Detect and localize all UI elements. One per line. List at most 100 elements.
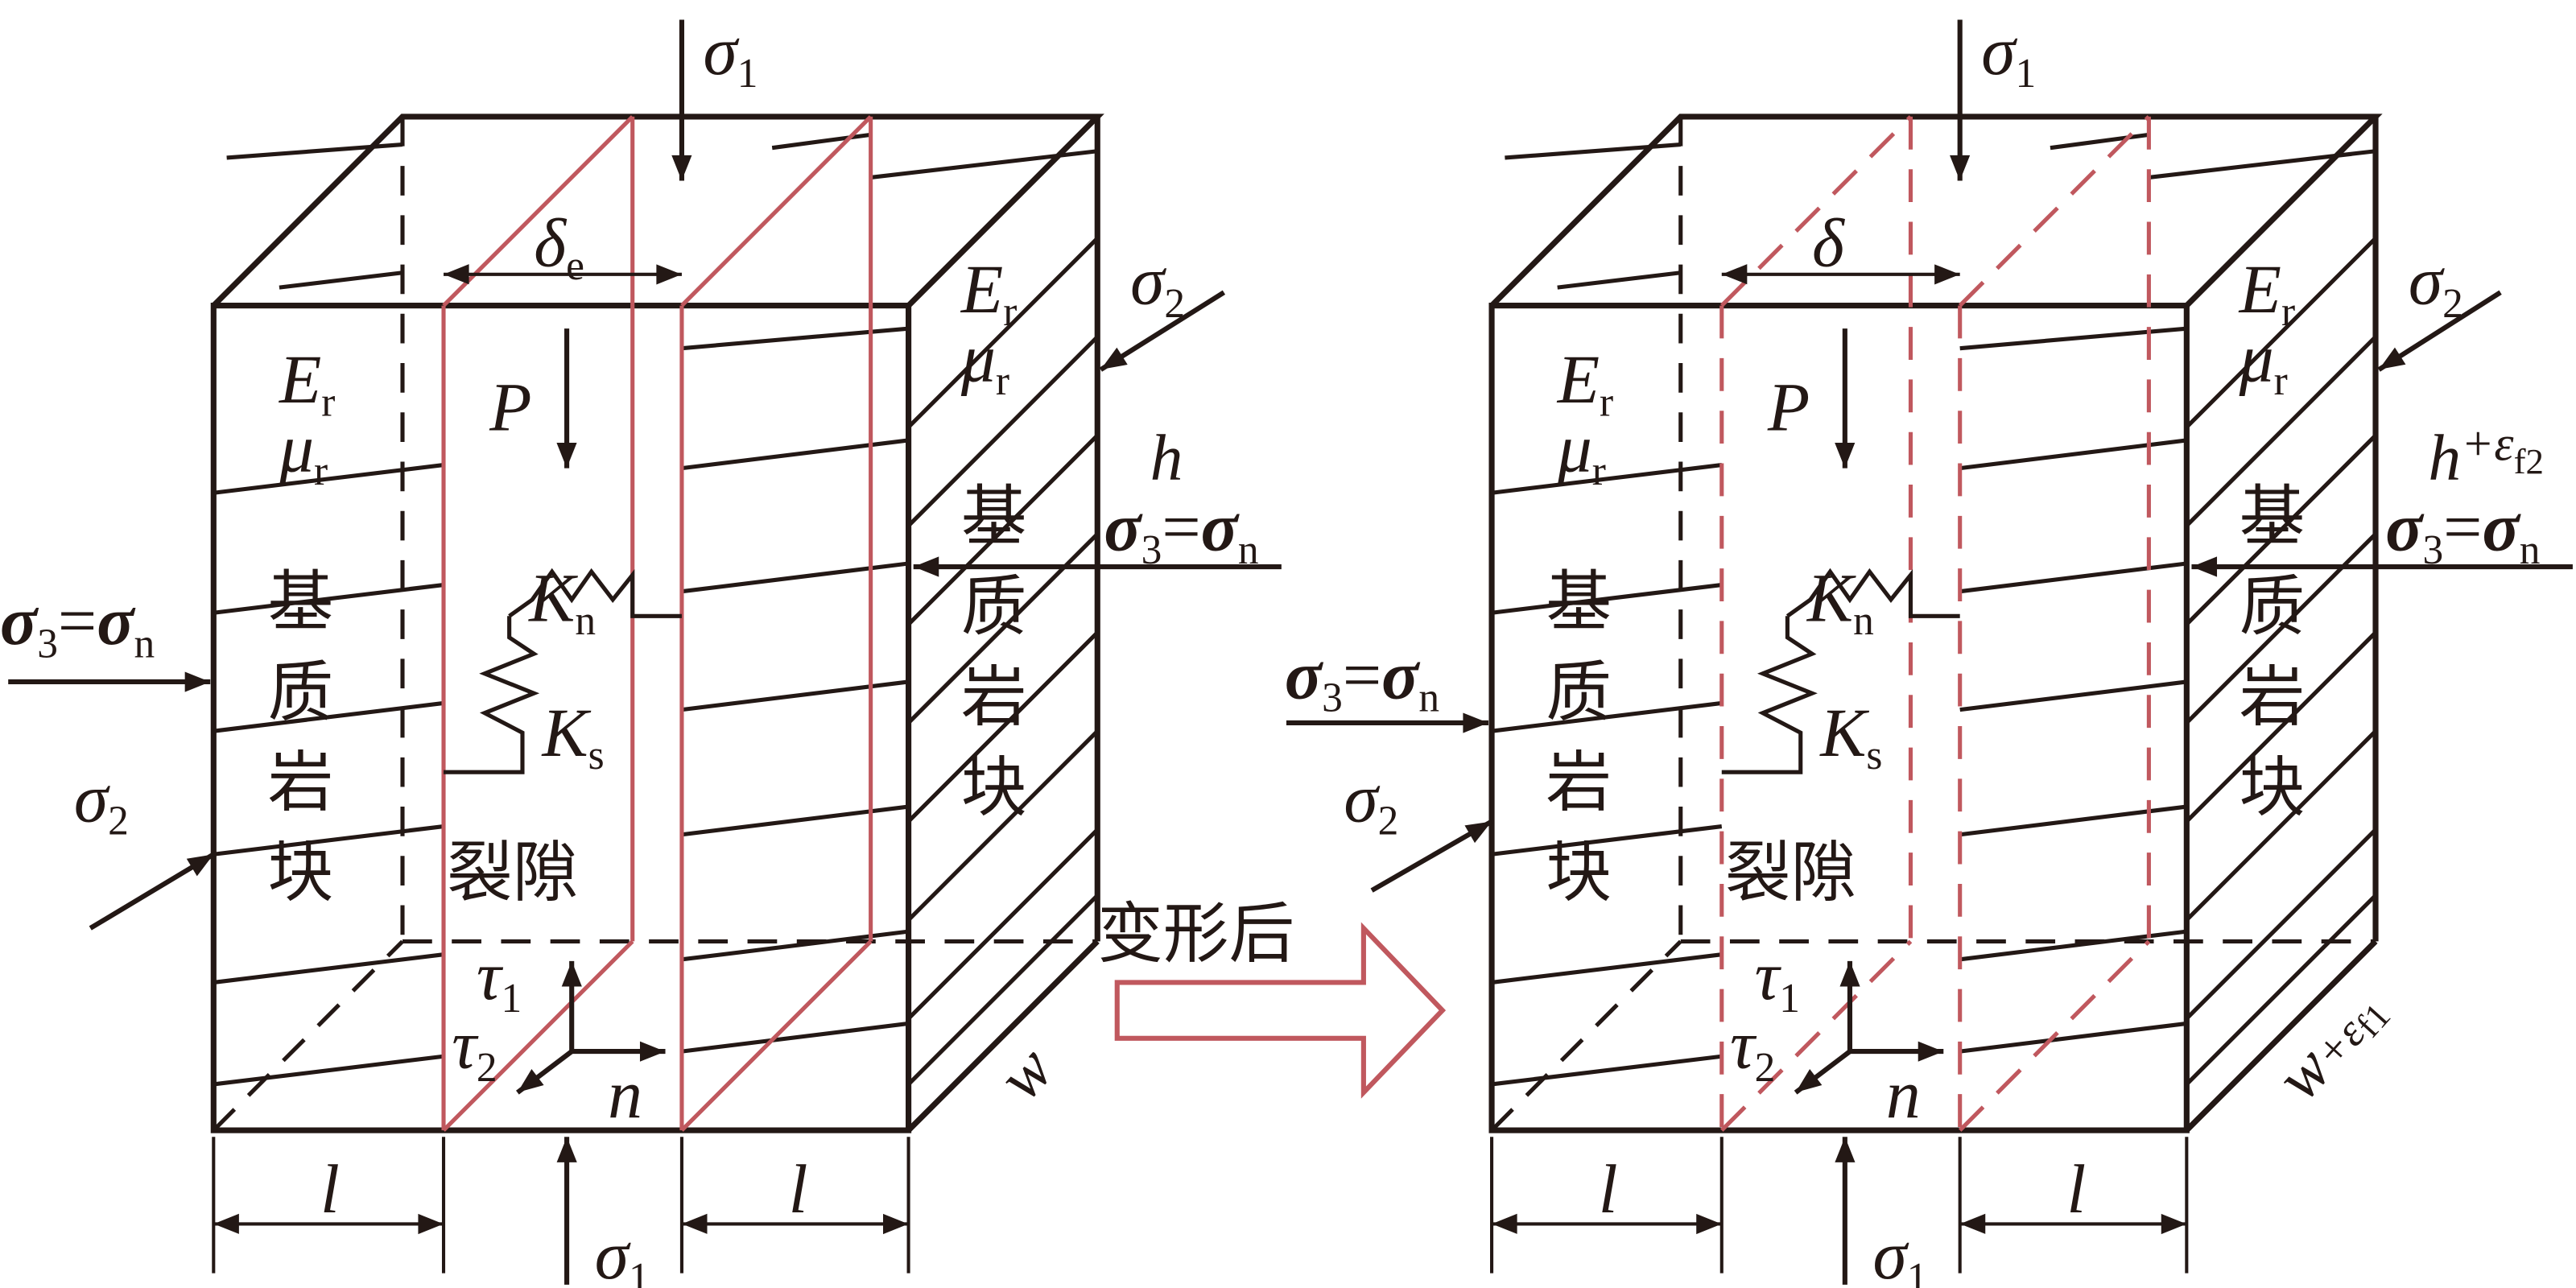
shear-stiffness-spring-icon xyxy=(1721,616,1818,774)
bedding-line xyxy=(213,952,444,985)
aperture-label: δ xyxy=(1812,205,1845,282)
poisson-ratio-label-subscript: r xyxy=(314,448,328,494)
sigma1-top-label: σ1 xyxy=(1981,13,2036,97)
normal-stiffness-label-symbol: K xyxy=(1806,559,1856,636)
top-face xyxy=(211,114,1104,308)
sigma3-right-label: σ3=σn xyxy=(2385,489,2540,573)
sigma2-left-label-subscript: 2 xyxy=(1378,799,1399,844)
sigma1-bottom-label-symbol: σ xyxy=(1873,1217,1909,1288)
bedding-line xyxy=(870,149,1098,180)
poisson-ratio-right-label-subscript: r xyxy=(2274,358,2288,404)
bedding-line xyxy=(906,894,1100,1086)
sigma2-left-label-symbol: σ xyxy=(1344,760,1380,836)
matrix-block-right-char: 岩 xyxy=(961,661,1027,734)
shear-stiffness-spring-icon xyxy=(444,616,540,774)
bedding-line xyxy=(213,582,444,615)
elastic-modulus-label-symbol: E xyxy=(1557,341,1600,418)
tau1-label: τ1 xyxy=(477,938,522,1022)
tau2-axis-arrow xyxy=(1794,1049,1852,1095)
deformation-label: 变形后 xyxy=(1097,898,1294,971)
bedding-line xyxy=(681,804,909,837)
elastic-modulus-right-label-subscript: r xyxy=(1003,289,1017,335)
poisson-ratio-label-symbol: μ xyxy=(1557,411,1592,487)
matrix-block-char: 基 xyxy=(1546,566,1612,639)
poisson-ratio-label-subscript: r xyxy=(1592,448,1606,494)
bedding-line xyxy=(1959,679,2187,712)
poisson-ratio-label: μr xyxy=(1557,411,1606,494)
pressure-label: P xyxy=(1767,369,1810,446)
fracture-plane-edge xyxy=(680,115,873,308)
poisson-ratio-right-label-symbol: μ xyxy=(2239,320,2274,396)
tau1-label-symbol: τ xyxy=(477,938,504,1014)
width-label: w+εf1 xyxy=(2261,973,2398,1114)
height-label: h+εf2 xyxy=(2428,416,2544,493)
elastic-modulus-label-symbol: E xyxy=(279,341,321,418)
bedding-line xyxy=(681,929,909,962)
matrix-block-right-char: 基 xyxy=(961,480,1027,553)
sigma3-left-label: σ3=σn xyxy=(1285,637,1439,720)
sigma3-left-label: σ3=σn xyxy=(0,583,155,667)
tau1-label-subscript: 1 xyxy=(502,976,522,1022)
shear-stiffness-label-subscript: s xyxy=(1866,733,1882,778)
sigma1-top-label-symbol: σ xyxy=(703,13,739,89)
bedding-line xyxy=(1491,1054,1723,1087)
sigma3-left-label-b-sub: n xyxy=(1418,675,1439,721)
front-face xyxy=(1488,303,2190,1133)
normal-stiffness-label: Kn xyxy=(1806,559,1874,643)
right-length-label: l xyxy=(2066,1151,2086,1228)
shear-stiffness-label: Ks xyxy=(1819,695,1882,778)
bedding-line xyxy=(213,1054,444,1087)
sigma3-right-label-b: σ xyxy=(2483,489,2522,566)
bedding-line xyxy=(1491,700,1723,733)
bedding-line xyxy=(681,438,909,471)
fracture-plane-edge xyxy=(1958,939,2151,1132)
sigma3-left-label-b: σ xyxy=(1381,637,1421,713)
sigma1-bottom-label: σ1 xyxy=(595,1217,650,1288)
normal-stiffness-label: Kn xyxy=(528,559,596,643)
sigma3-left-label-a-sub: 3 xyxy=(37,621,58,667)
aperture-label-symbol: δ xyxy=(534,205,567,282)
matrix-block-char: 块 xyxy=(268,836,334,910)
aperture-label-subscript: e xyxy=(566,243,584,289)
matrix-block-right-char: 基 xyxy=(2240,480,2306,553)
poisson-ratio-label: μr xyxy=(279,411,328,494)
poisson-ratio-right-label: μr xyxy=(2239,320,2288,403)
bedding-line xyxy=(2185,894,2377,1086)
sigma2-right-label-symbol: σ xyxy=(1130,243,1166,320)
sigma3-right-label-a: σ xyxy=(1104,489,1143,566)
poisson-ratio-label-symbol: μ xyxy=(279,411,314,487)
height-label-sub: f2 xyxy=(2514,441,2544,481)
elastic-modulus-right-label-symbol: E xyxy=(2239,251,2281,328)
matrix-block-char: 岩 xyxy=(268,746,334,819)
bedding-line xyxy=(681,679,909,712)
normal-stiffness-label-subscript: n xyxy=(1853,598,1874,644)
tau1-label-symbol: τ xyxy=(1755,938,1782,1014)
right-bottom-edge xyxy=(2184,939,2378,1133)
fracture-plane-edge xyxy=(1958,115,2151,308)
sigma3-left-label-b: σ xyxy=(97,583,136,659)
sigma2-left-label: σ2 xyxy=(1344,760,1398,844)
sigma2-right-arrow xyxy=(1099,290,1226,372)
bedding-line xyxy=(1491,824,1723,857)
normal-stiffness-label-symbol: K xyxy=(528,559,578,636)
matrix-block-char: 质 xyxy=(268,656,334,729)
poisson-ratio-right-label: μr xyxy=(960,320,1009,403)
normal-stiffness-spring-icon xyxy=(1785,568,1960,618)
hidden-edge xyxy=(1490,939,1682,1132)
sigma2-left-arrow xyxy=(89,852,215,931)
right-bottom-edge xyxy=(906,939,1100,1133)
bedding-line xyxy=(681,326,909,351)
normal-stiffness-spring-icon xyxy=(508,568,682,618)
bedding-line xyxy=(2185,434,2377,626)
fracture-label: 裂隙 xyxy=(447,836,578,910)
shear-stiffness-label-subscript: s xyxy=(588,733,605,778)
matrix-block-right-char: 块 xyxy=(961,751,1027,824)
sigma2-right-label-symbol: σ xyxy=(2409,243,2445,320)
front-face xyxy=(210,303,912,1133)
normal-direction-label: n xyxy=(608,1056,642,1133)
bedding-line xyxy=(1491,463,1723,495)
height-label: h xyxy=(1150,421,1183,494)
height-label-sym: h xyxy=(2428,421,2461,494)
sigma3-left-label-a: σ xyxy=(1285,637,1324,713)
fracture-label: 裂隙 xyxy=(1725,836,1856,910)
